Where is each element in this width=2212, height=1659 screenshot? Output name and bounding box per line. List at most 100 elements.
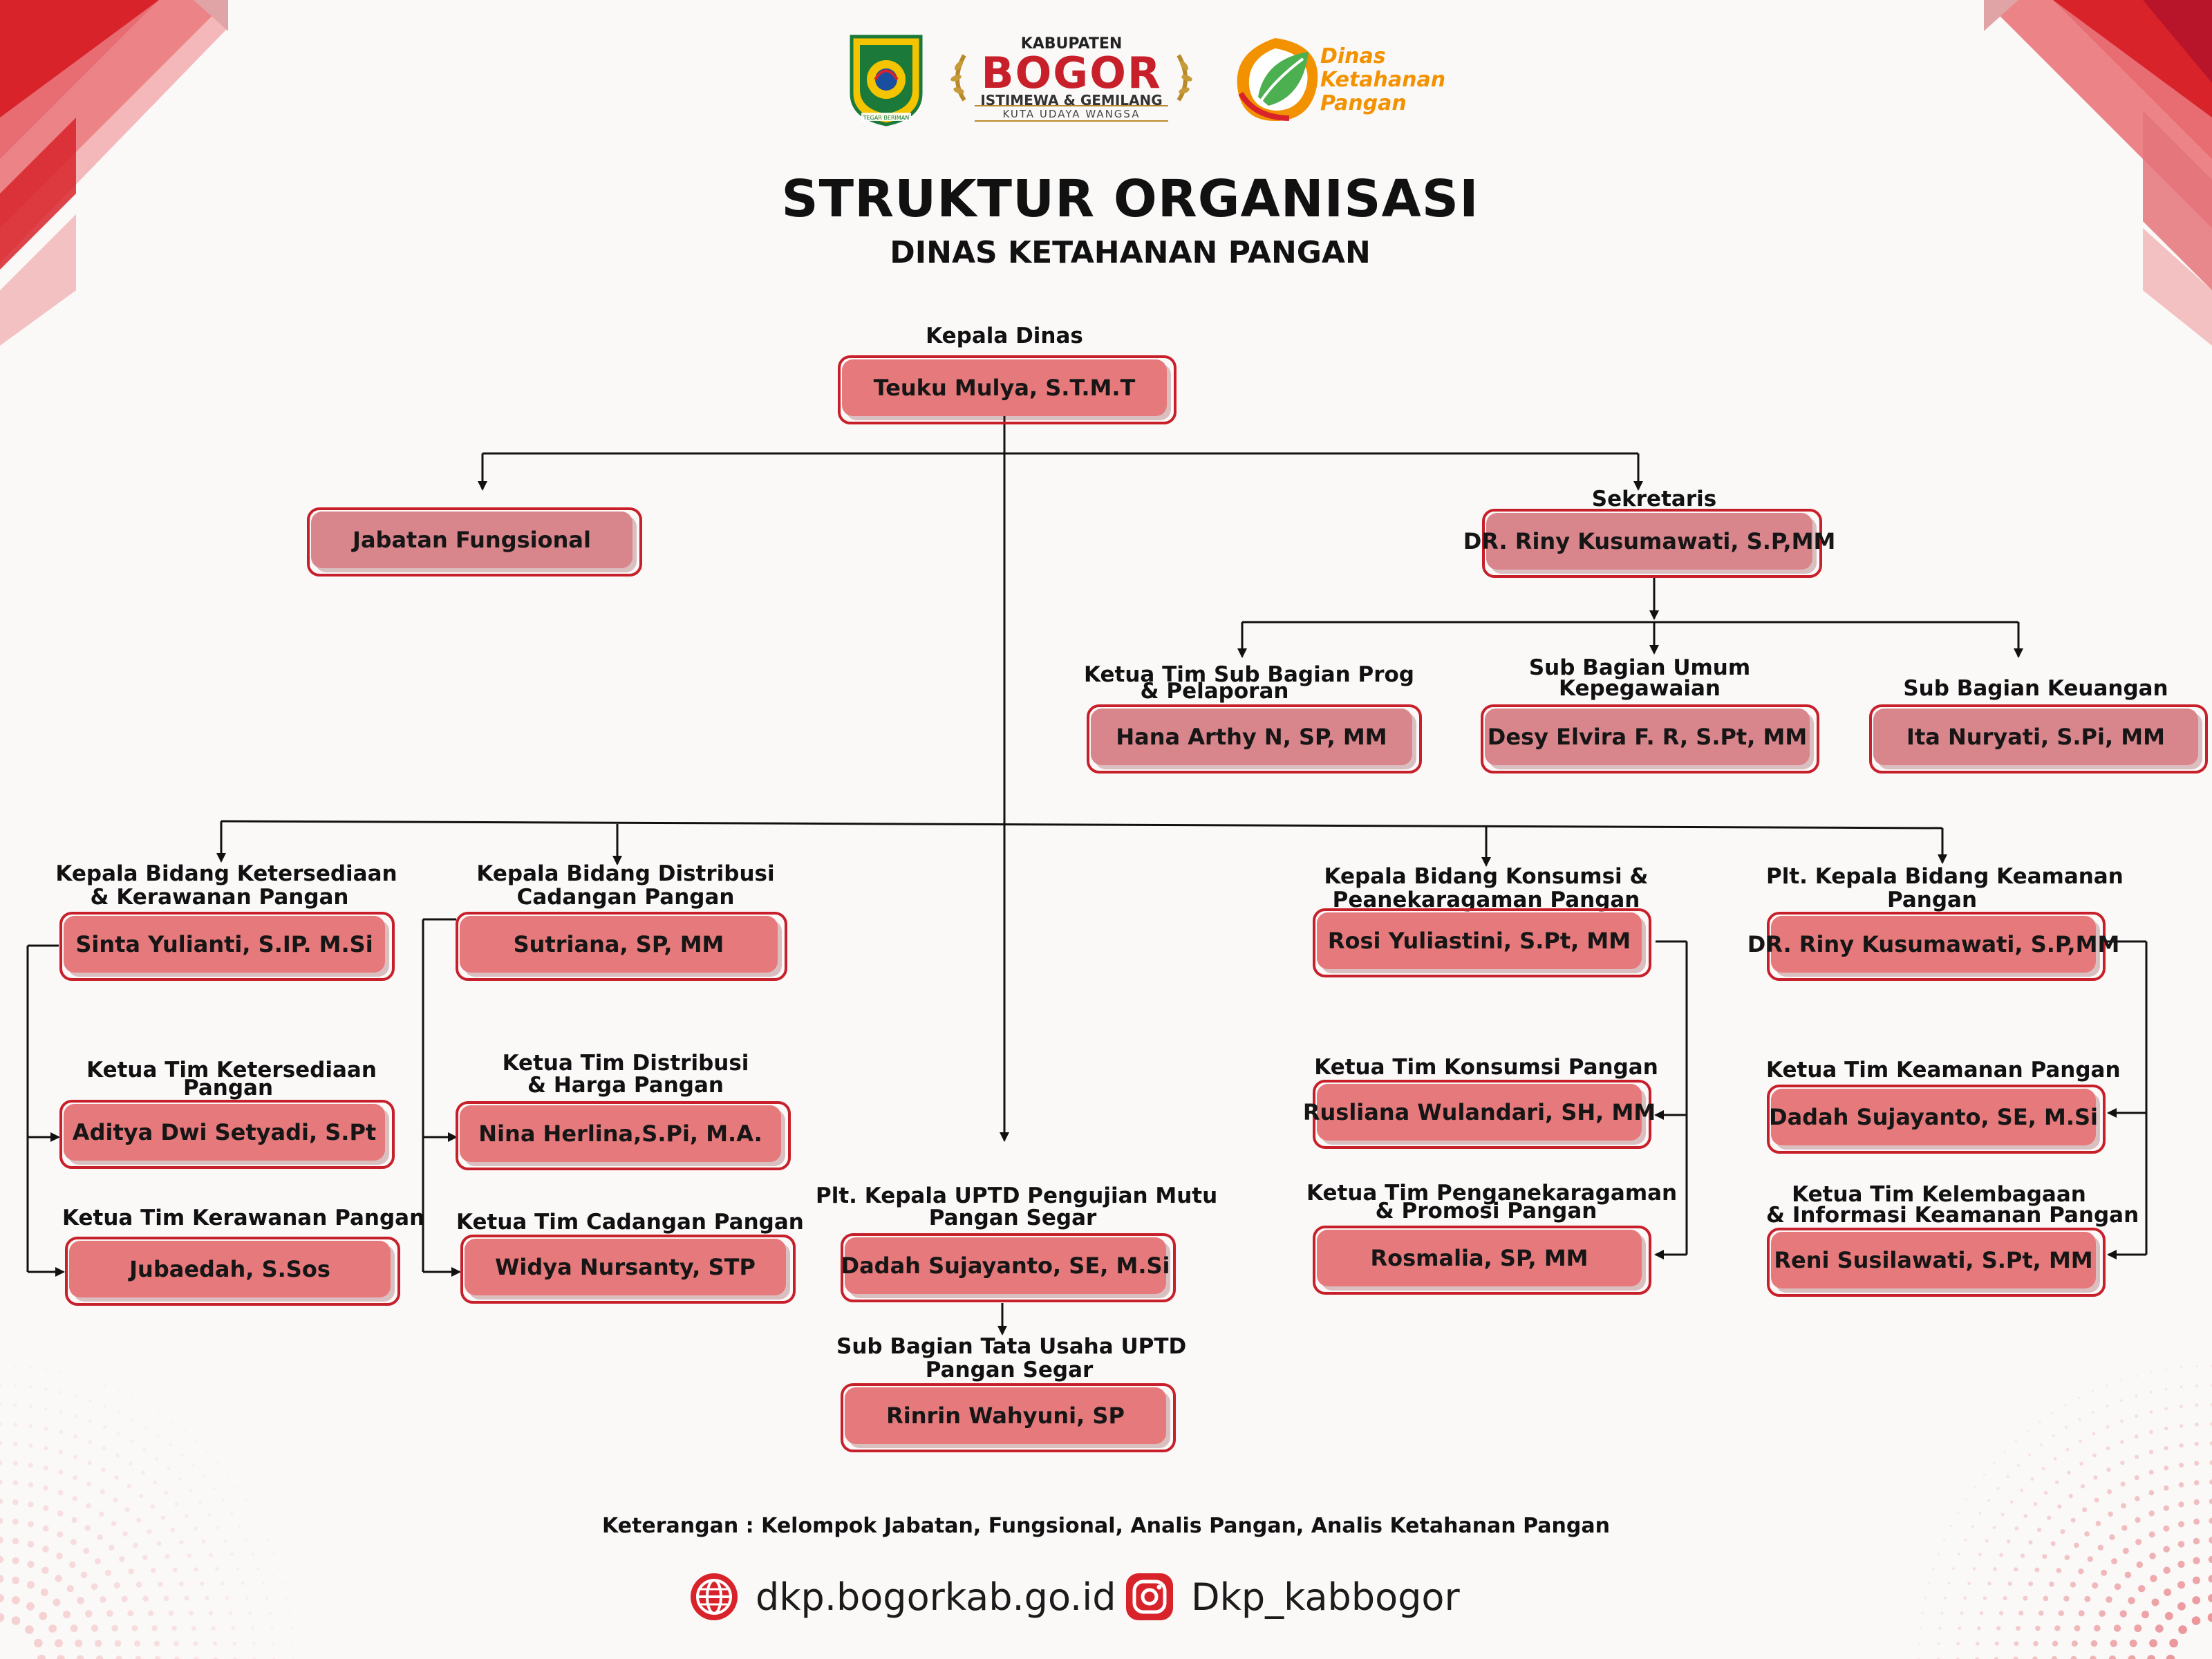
decor-dot [141, 1470, 145, 1475]
decor-dot [2101, 1569, 2108, 1576]
page-title: STRUKTUR ORGANISASI [781, 169, 1479, 229]
role-tim-konsumsi: Ketua Tim Konsumsi Pangan [1314, 1055, 1658, 1080]
decor-dot [2052, 1434, 2055, 1437]
decor-dot [2108, 1511, 2113, 1517]
decor-dot [0, 1537, 3, 1544]
decor-dot [2013, 1656, 2018, 1659]
role-bid-keamanan-line1: Plt. Kepala Bidang Keamanan [1766, 864, 2124, 889]
decor-dot [2035, 1625, 2041, 1631]
instagram-contact[interactable]: Dkp_kabbogor [1123, 1569, 1460, 1624]
decor-dot [14, 1384, 17, 1387]
decor-dot [2064, 1404, 2067, 1407]
decor-dot [142, 1447, 147, 1452]
decor-dot [73, 1454, 78, 1459]
decor-dot [2150, 1575, 2157, 1582]
dot-pattern-right [1918, 1365, 2212, 1659]
decor-dot [2149, 1553, 2156, 1559]
decor-dot [1918, 1642, 1921, 1645]
decor-dot [2092, 1582, 2099, 1589]
decor-dot [2074, 1542, 2079, 1548]
decor-dot [58, 1470, 64, 1475]
decor-dot [2177, 1541, 2185, 1548]
name-tim-ketersediaan: Aditya Dwi Setyadi, S.Pt [64, 1104, 385, 1161]
box-uptd-tu: Rinrin Wahyuni, SP [841, 1383, 1176, 1452]
decor-dot [2071, 1640, 2078, 1647]
decor-dot [42, 1505, 49, 1511]
decor-dot [2155, 1624, 2164, 1633]
kabupaten-bogor-logo: KABUPATEN BOGOR ISTIMEWA & GEMILANG KUTA… [944, 31, 1199, 128]
decor-dot [2120, 1419, 2124, 1423]
decor-dot [191, 1626, 196, 1631]
decor-dot [2056, 1568, 2062, 1573]
decor-dot [43, 1465, 48, 1471]
decor-dot [129, 1461, 133, 1466]
decor-dot [189, 1488, 192, 1492]
decor-dot [2120, 1399, 2124, 1403]
decor-dot [2065, 1447, 2070, 1452]
decor-dot [151, 1625, 158, 1631]
decor-dot [2047, 1515, 2052, 1520]
role-tim-penganekaragaman: Ketua Tim Penganekaragaman & Promosi Pan… [1306, 1182, 1677, 1222]
decor-dot [100, 1596, 106, 1603]
decor-dot [1940, 1611, 1944, 1615]
instagram-icon [1126, 1573, 1173, 1620]
decor-dot [0, 1613, 5, 1622]
decor-dot [2209, 1537, 2212, 1544]
instagram-handle[interactable]: Dkp_kabbogor [1191, 1575, 1460, 1619]
decor-dot [2065, 1425, 2068, 1429]
decor-dot [89, 1379, 92, 1382]
decor-dot [2209, 1441, 2212, 1446]
decor-dot [63, 1611, 71, 1619]
decor-dot [1994, 1641, 1999, 1646]
decor-dot [2092, 1453, 2097, 1458]
decor-dot [198, 1500, 203, 1504]
decor-dot [128, 1568, 134, 1575]
decor-dot [13, 1422, 18, 1427]
name-subbag-prog: Hana Arthy N, SP, MM [1091, 709, 1412, 765]
name-tim-kerawanan: Jubaedah, S.Sos [69, 1241, 391, 1297]
decor-dot [2149, 1390, 2153, 1394]
decor-dot [2209, 1460, 2212, 1465]
decor-dot [0, 1555, 4, 1564]
decor-dot [2077, 1396, 2081, 1399]
decor-dot [2195, 1384, 2198, 1387]
logo-bogor-text: BOGOR [981, 48, 1162, 98]
decor-dot [192, 1464, 195, 1467]
decor-dot [26, 1602, 35, 1611]
decor-dot [2068, 1494, 2073, 1499]
decor-dot [2134, 1624, 2142, 1633]
name-kepala-dinas: Teuku Mulya, S.T.M.T [842, 359, 1167, 416]
box-subbag-prog: Hana Arthy N, SP, MM [1087, 704, 1422, 774]
decor-dot [2208, 1575, 2212, 1583]
decor-dot [2148, 1470, 2154, 1475]
website-link[interactable]: dkp.bogorkab.go.id [756, 1575, 1116, 1619]
dkp-logo-text: Dinas Ketahanan Pangan [1320, 44, 1446, 115]
decor-dot [150, 1504, 155, 1509]
decor-dot [116, 1432, 120, 1436]
decor-dot [178, 1477, 182, 1481]
decor-dot [1978, 1553, 1982, 1557]
decor-dot [2178, 1501, 2184, 1508]
decor-dot [2106, 1596, 2112, 1603]
name-subbag-umum: Desy Elvira F. R, S.Pt, MM [1485, 709, 1810, 765]
role-tim-cadangan: Ketua Tim Cadangan Pangan [456, 1210, 804, 1235]
decor-dot [1932, 1567, 1935, 1570]
decor-dot [2178, 1482, 2184, 1488]
decor-dot [2121, 1503, 2126, 1509]
decor-dot [2192, 1596, 2201, 1604]
decor-dot [1985, 1539, 1989, 1543]
decor-dot [2064, 1555, 2070, 1560]
decor-dot [169, 1443, 172, 1447]
decor-dot [270, 1627, 274, 1630]
website-contact[interactable]: dkp.bogorkab.go.id [688, 1569, 1116, 1624]
role-tim-ketersediaan-line2: Pangan [182, 1076, 274, 1100]
decor-dot [245, 1596, 249, 1600]
role-bid-konsumsi-line1: Kepala Bidang Konsumsi & [1324, 864, 1649, 889]
decor-dot [256, 1567, 260, 1571]
decor-dot [223, 1539, 227, 1543]
decor-dot [2084, 1595, 2091, 1602]
dkp-logo: Dinas Ketahanan Pangan [1227, 31, 1445, 128]
decor-dot [288, 1612, 291, 1615]
decor-dot [2054, 1625, 2061, 1631]
box-tim-kelembagaan: Reni Susilawati, S.Pt, MM [1767, 1228, 2106, 1297]
